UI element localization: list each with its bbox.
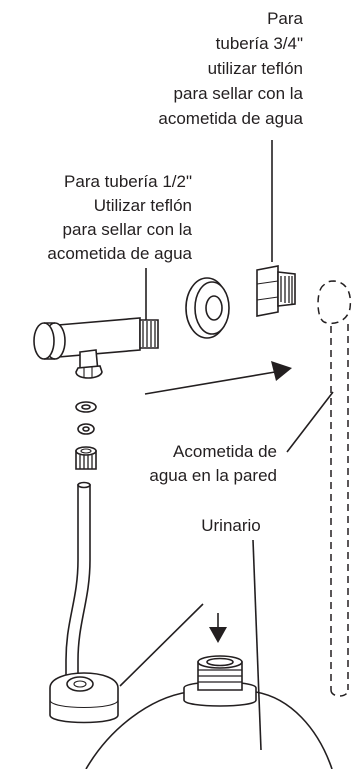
leader-lines	[119, 140, 334, 751]
leader-urinal	[252, 539, 262, 751]
label-wall-inlet-line-1: Acometida de	[173, 442, 277, 461]
wall-flange	[185, 277, 230, 339]
label-pipe-1-2: Para tubería 1/2" Utilizar teflón para s…	[47, 172, 192, 263]
label-pipe-3-4: Para tubería 3/4" utilizar teflón para s…	[158, 9, 303, 128]
leader-wall-inlet	[286, 391, 334, 453]
label-wall-inlet-line-2: agua en la pared	[149, 466, 277, 485]
flush-pipe	[65, 481, 91, 679]
label-pipe-1-2-line-4: acometida de agua	[47, 244, 192, 263]
label-pipe-1-2-line-2: Utilizar teflón	[94, 196, 192, 215]
urinal	[85, 655, 333, 769]
compression-nut	[75, 446, 97, 470]
label-pipe-1-2-line-1: Para tubería 1/2"	[64, 172, 192, 191]
label-pipe-3-4-line-5: acometida de agua	[158, 109, 303, 128]
wall-inlet-pipe	[317, 280, 352, 697]
seal-washer	[75, 401, 97, 413]
o-ring	[77, 423, 95, 435]
leader-spud-nut	[119, 603, 204, 687]
threaded-adapter-3-4	[256, 265, 296, 317]
label-pipe-3-4-line-4: para sellar con la	[174, 84, 304, 103]
label-pipe-1-2-line-3: para sellar con la	[63, 220, 193, 239]
flush-valve	[33, 317, 159, 379]
label-pipe-3-4-line-1: Para	[267, 9, 303, 28]
arrow-down	[209, 613, 227, 643]
label-urinal: Urinario	[201, 516, 261, 535]
label-wall-inlet: Acometida de agua en la pared	[149, 442, 277, 485]
label-pipe-3-4-line-2: tubería 3/4"	[216, 34, 303, 53]
spud-nut	[49, 672, 119, 724]
arrow-to-wall	[144, 361, 292, 395]
label-pipe-3-4-line-3: utilizar teflón	[208, 59, 303, 78]
